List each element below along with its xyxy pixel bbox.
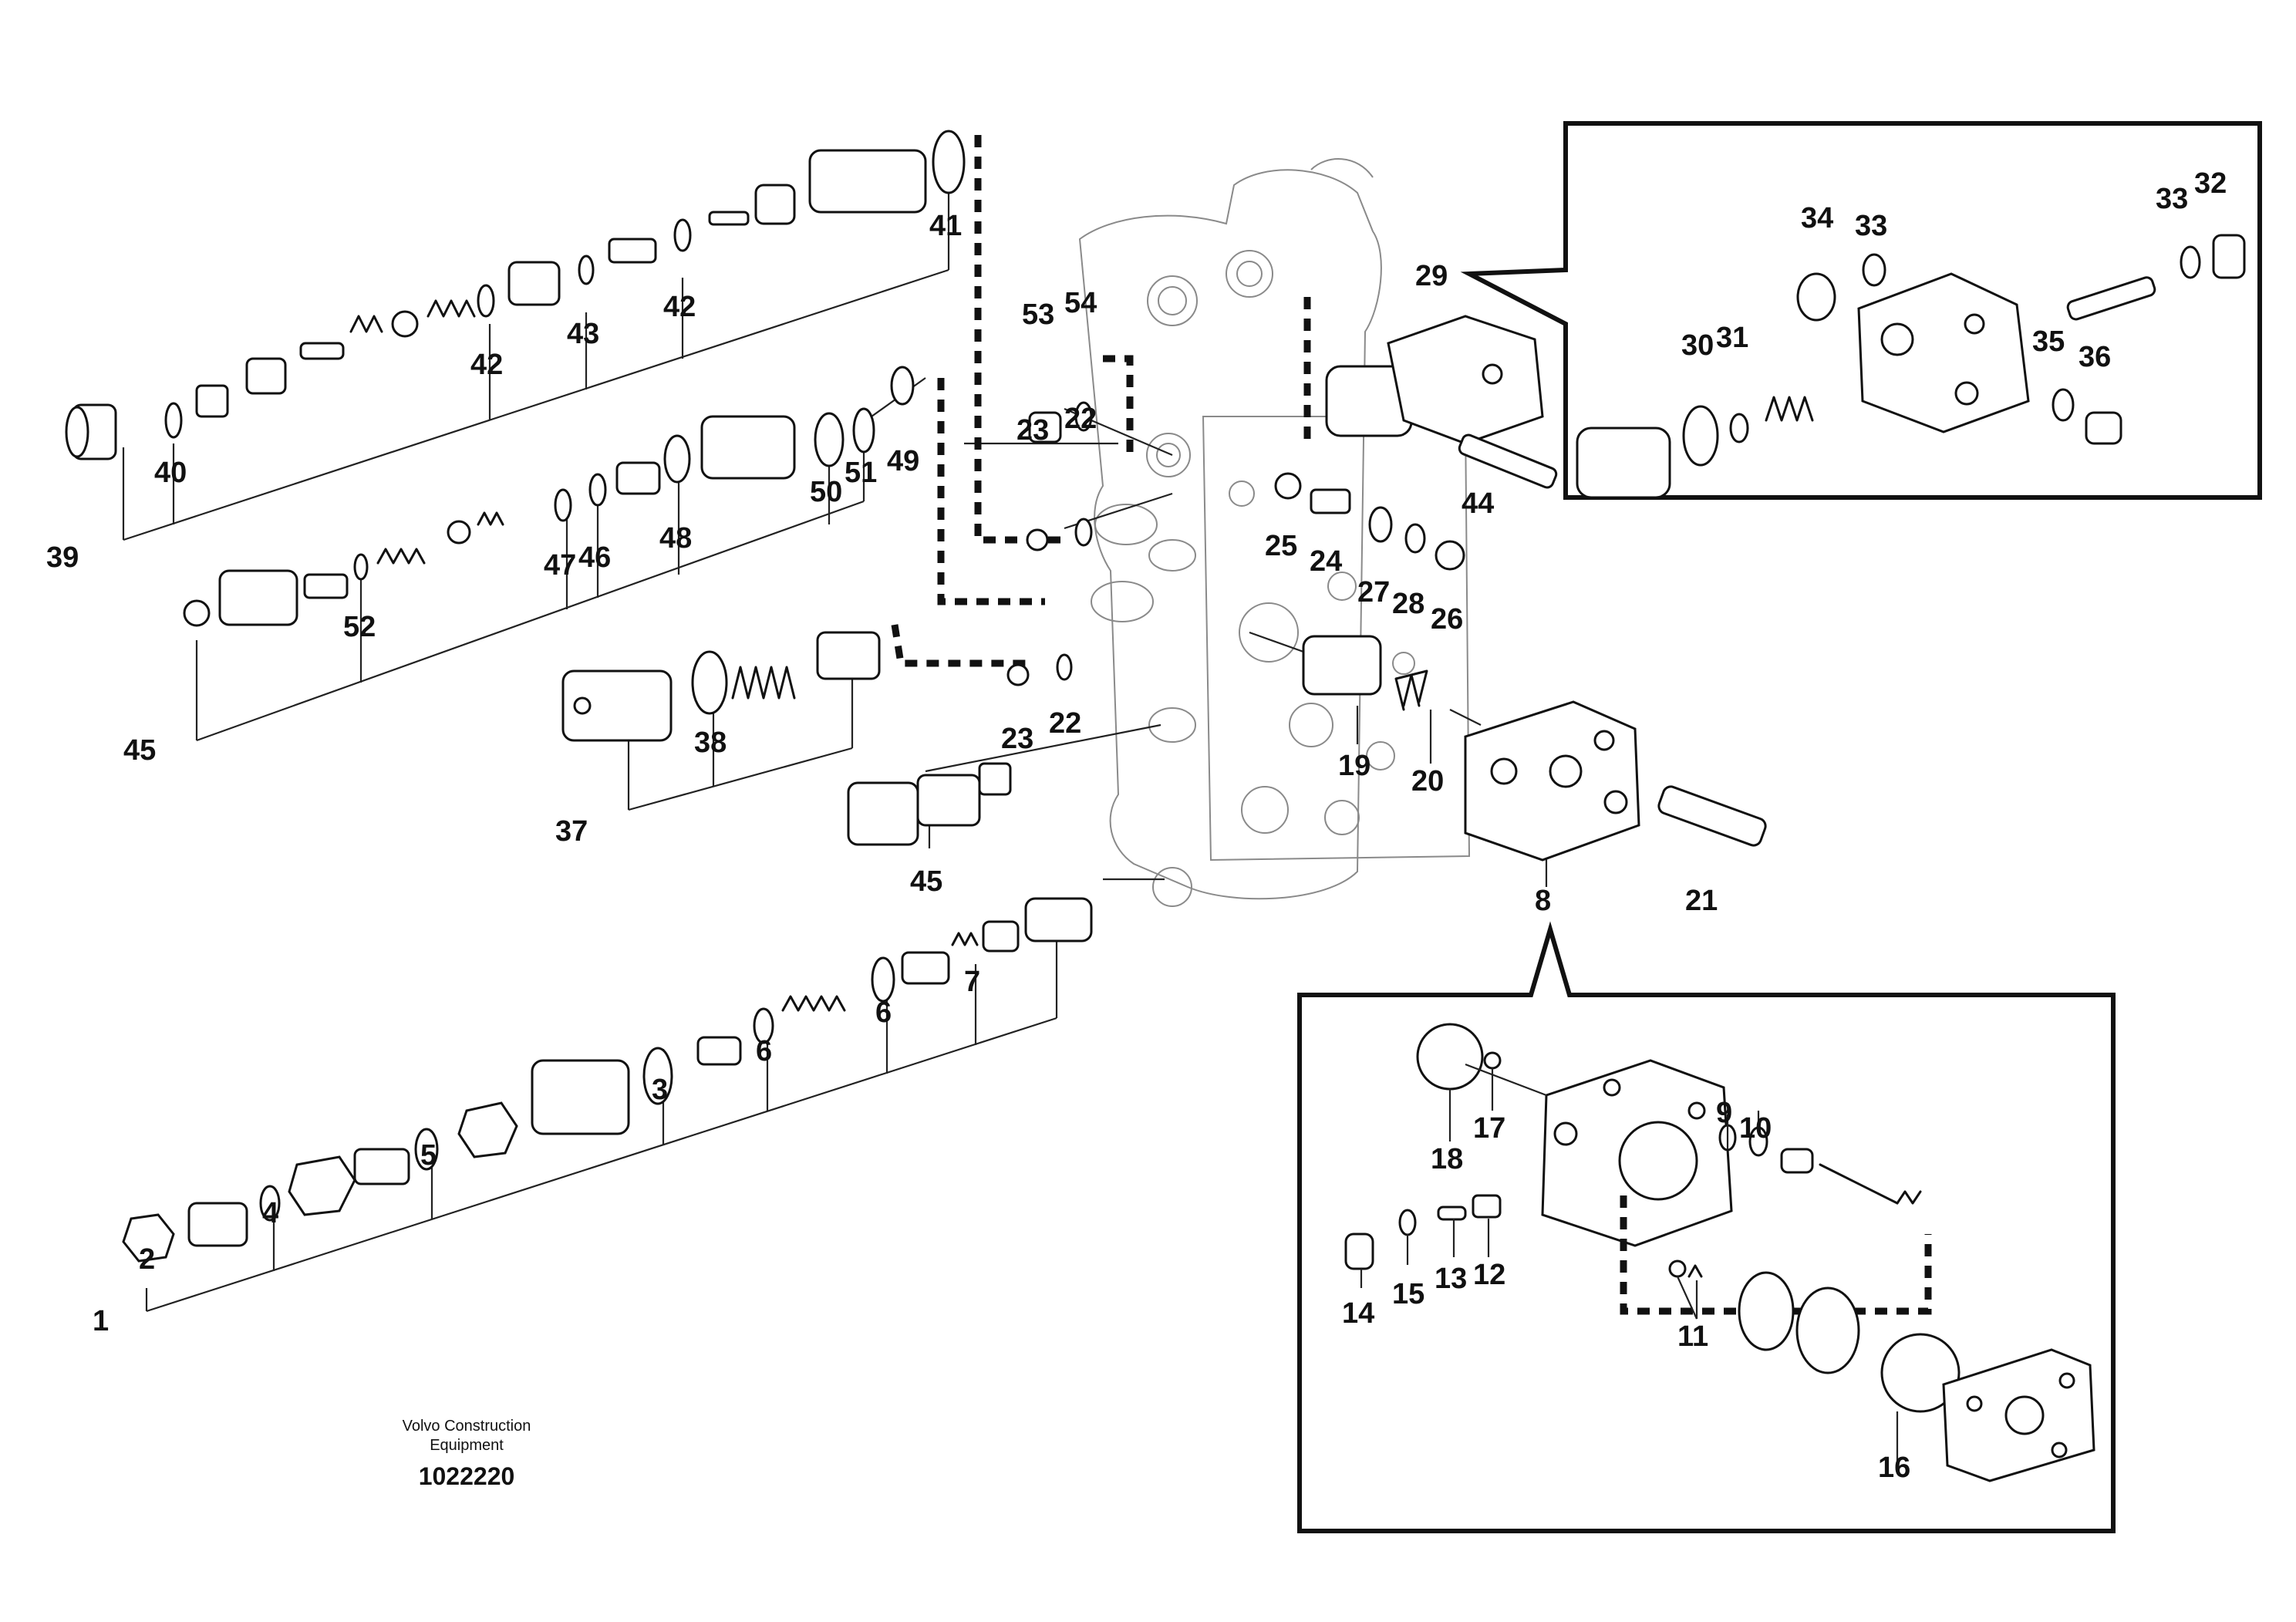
callout-50: 50 (810, 476, 842, 508)
spool-assembly-middle (183, 366, 915, 627)
callout-34: 34 (1801, 202, 1833, 234)
callout-18: 18 (1431, 1143, 1463, 1175)
callout-6: 6 (756, 1035, 772, 1067)
small-fittings (1006, 401, 1465, 686)
callout-47: 47 (544, 549, 576, 582)
company-name-line2: Equipment (430, 1437, 504, 1454)
callout-45: 45 (910, 865, 942, 898)
callout-25: 25 (1265, 530, 1297, 562)
callout-54: 54 (1064, 287, 1097, 319)
callout-26: 26 (1431, 603, 1463, 636)
callout-9: 9 (1716, 1097, 1732, 1129)
callout-30: 30 (1681, 329, 1714, 362)
detail-inset-8 (1297, 921, 2116, 1533)
callout-3: 3 (652, 1074, 668, 1106)
callout-39: 39 (46, 541, 79, 574)
spool-assembly-lower (122, 897, 1093, 1263)
callout-22: 22 (1049, 707, 1081, 740)
callout-24: 24 (1310, 545, 1342, 578)
company-name-line1: Volvo Construction (403, 1418, 531, 1435)
spool-assembly-upper (65, 130, 966, 460)
callout-23: 23 (1017, 414, 1049, 447)
callout-20: 20 (1411, 765, 1444, 798)
callout-52: 52 (343, 611, 376, 643)
callout-48: 48 (659, 522, 692, 555)
footer-credit: Volvo Construction Equipment 1022220 (403, 1418, 531, 1490)
callout-37: 37 (555, 815, 588, 848)
callout-6: 6 (875, 996, 892, 1029)
callout-41: 41 (929, 210, 962, 242)
housing-block-8 (1302, 635, 1767, 862)
callout-46: 46 (578, 541, 611, 574)
callout-23: 23 (1001, 723, 1033, 755)
callout-14: 14 (1342, 1297, 1374, 1330)
callout-51: 51 (845, 457, 877, 489)
callout-19: 19 (1338, 750, 1371, 782)
callout-29: 29 (1415, 260, 1448, 292)
callout-43: 43 (567, 318, 599, 350)
callout-38: 38 (694, 727, 727, 759)
callout-28: 28 (1392, 588, 1424, 620)
callout-15: 15 (1392, 1278, 1424, 1310)
callout-42: 42 (470, 349, 503, 381)
callout-21: 21 (1685, 885, 1718, 917)
valve-block-29 (1325, 315, 1558, 489)
callout-27: 27 (1357, 576, 1390, 609)
callout-17: 17 (1473, 1112, 1505, 1145)
callout-7: 7 (964, 966, 980, 998)
callout-33: 33 (1855, 210, 1887, 242)
callout-8: 8 (1535, 885, 1551, 917)
callout-31: 31 (1716, 322, 1748, 354)
callout-32: 32 (2194, 167, 2227, 200)
callout-12: 12 (1473, 1259, 1505, 1291)
detail-inset-29 (1460, 121, 2262, 500)
callout-53: 53 (1022, 298, 1054, 331)
callout-40: 40 (154, 457, 187, 489)
callout-42: 42 (663, 291, 696, 323)
callout-35: 35 (2032, 325, 2065, 358)
callout-10: 10 (1739, 1112, 1772, 1145)
callout-13: 13 (1435, 1263, 1467, 1295)
drawing-number: 1022220 (419, 1462, 515, 1490)
callout-49: 49 (887, 445, 919, 477)
callout-36: 36 (2079, 341, 2111, 373)
callout-11: 11 (1677, 1320, 1708, 1353)
callout-44: 44 (1462, 487, 1494, 520)
callout-16: 16 (1878, 1452, 1910, 1484)
callout-labels: 1 2 3 4 5 6 6 7 8 9 10 11 12 13 14 15 16… (46, 167, 2227, 1484)
callout-2: 2 (139, 1243, 155, 1276)
callout-4: 4 (262, 1197, 278, 1229)
callout-5: 5 (420, 1139, 437, 1172)
callout-45: 45 (123, 734, 156, 767)
callout-1: 1 (93, 1305, 109, 1337)
callout-22: 22 (1064, 403, 1097, 435)
relief-valve-45 (847, 762, 1012, 846)
plug-assembly-37 (561, 631, 881, 742)
callout-33: 33 (2156, 183, 2188, 215)
